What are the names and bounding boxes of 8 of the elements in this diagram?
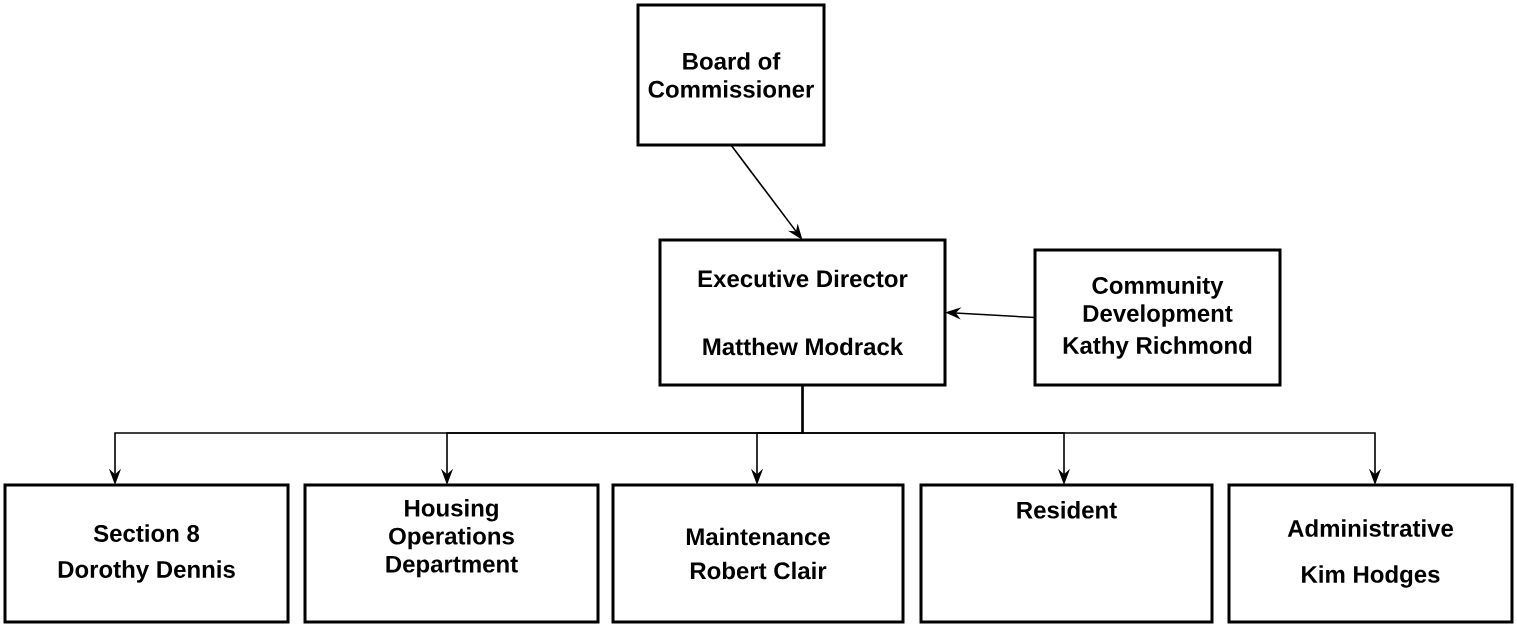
org-box: Resident <box>919 483 1214 624</box>
org-box: Administrative Kim Hodges <box>1227 483 1514 624</box>
org-box: Housing Operations Department <box>303 483 600 624</box>
org-box: Maintenance Robert Clair <box>611 483 905 624</box>
org-box: Executive Director Matthew Modrack <box>658 238 947 387</box>
org-box: Board of Commissioner <box>636 3 826 147</box>
org-box: Section 8 Dorothy Dennis <box>3 483 290 624</box>
org-box: Community Development Kathy Richmond <box>1033 248 1282 387</box>
